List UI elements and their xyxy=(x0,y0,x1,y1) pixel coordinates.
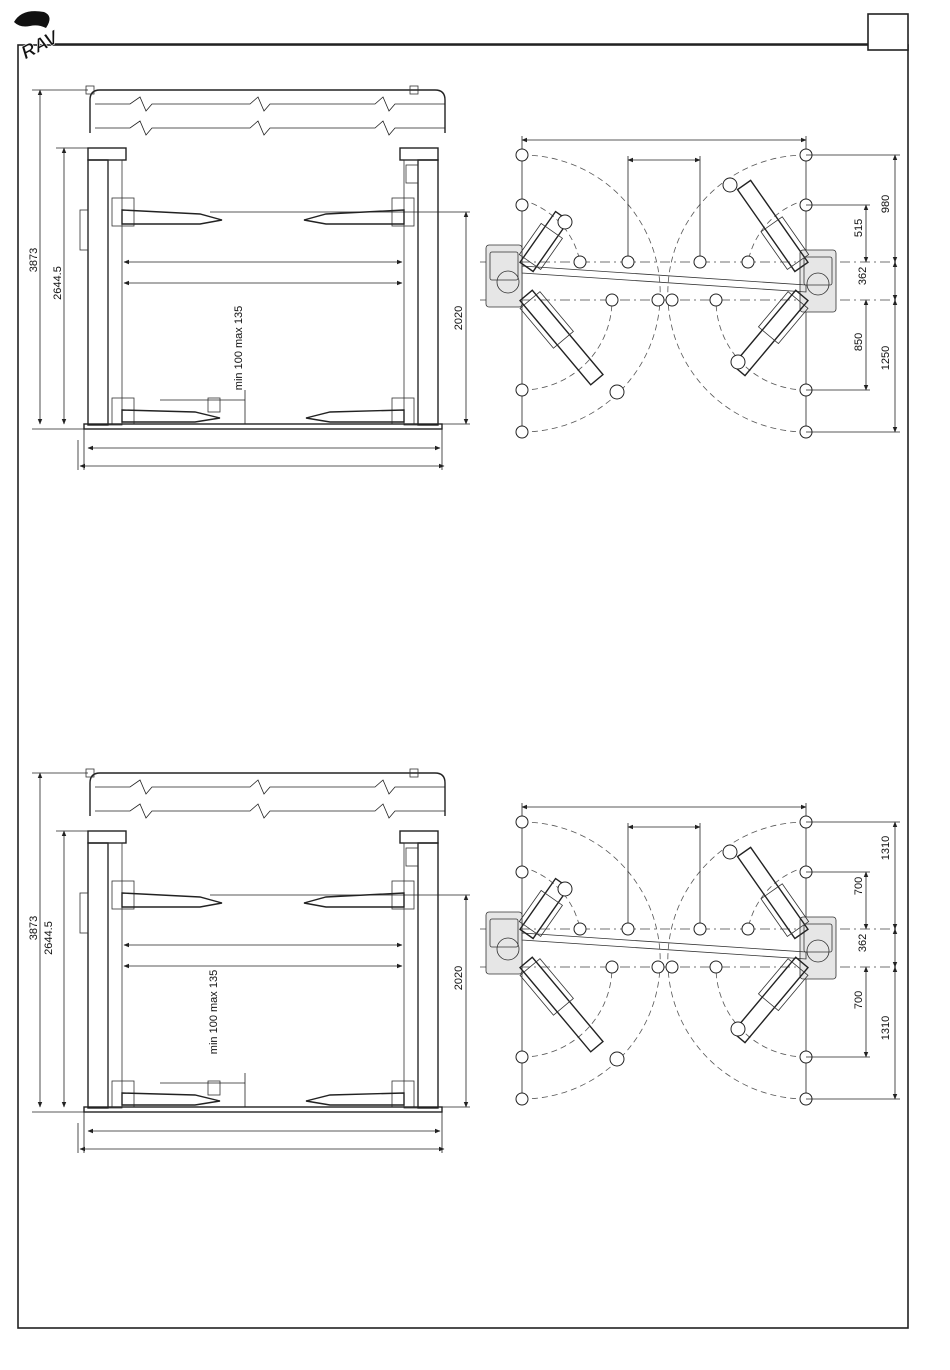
front-view-2-dim-column-height: 2644.5 xyxy=(43,921,55,955)
front-view-1-dim-overall-height: 3873 xyxy=(28,248,40,272)
front-view-1-dim-pad-height: min 100 max 135 xyxy=(233,306,245,390)
top-view-1-dim-1: 980 xyxy=(880,195,892,213)
front-view-1-dim-column-height: 2644.5 xyxy=(52,266,64,300)
page-number-box xyxy=(868,14,908,50)
top-view-2-dim-4: 700 xyxy=(853,991,865,1009)
page-border xyxy=(18,45,908,1328)
brand-logo: RAV xyxy=(14,11,63,64)
top-view-1 xyxy=(480,136,900,438)
front-view-2-dim-pad-height: min 100 max 135 xyxy=(208,970,220,1054)
top-view-2-dim-2: 700 xyxy=(853,877,865,895)
top-view-2-dim-5: 1310 xyxy=(880,1016,892,1040)
front-view-1-dim-width: 2020 xyxy=(453,306,465,330)
top-view-1-dim-3: 362 xyxy=(857,267,869,285)
top-view-1-dim-4: 850 xyxy=(853,333,865,351)
front-view-2-dim-width: 2020 xyxy=(453,966,465,990)
front-view-2-dim-overall-height: 3873 xyxy=(28,916,40,940)
top-view-2-dim-1: 1310 xyxy=(880,836,892,860)
top-view-1-dim-2: 515 xyxy=(853,219,865,237)
top-view-2 xyxy=(480,803,900,1105)
front-view-2 xyxy=(32,769,470,1153)
front-view-1 xyxy=(32,86,470,470)
logo-swoosh-icon xyxy=(14,11,50,28)
top-view-1-dim-5: 1250 xyxy=(880,346,892,370)
logo-text: RAV xyxy=(18,27,63,64)
top-view-2-dim-3: 362 xyxy=(857,934,869,952)
